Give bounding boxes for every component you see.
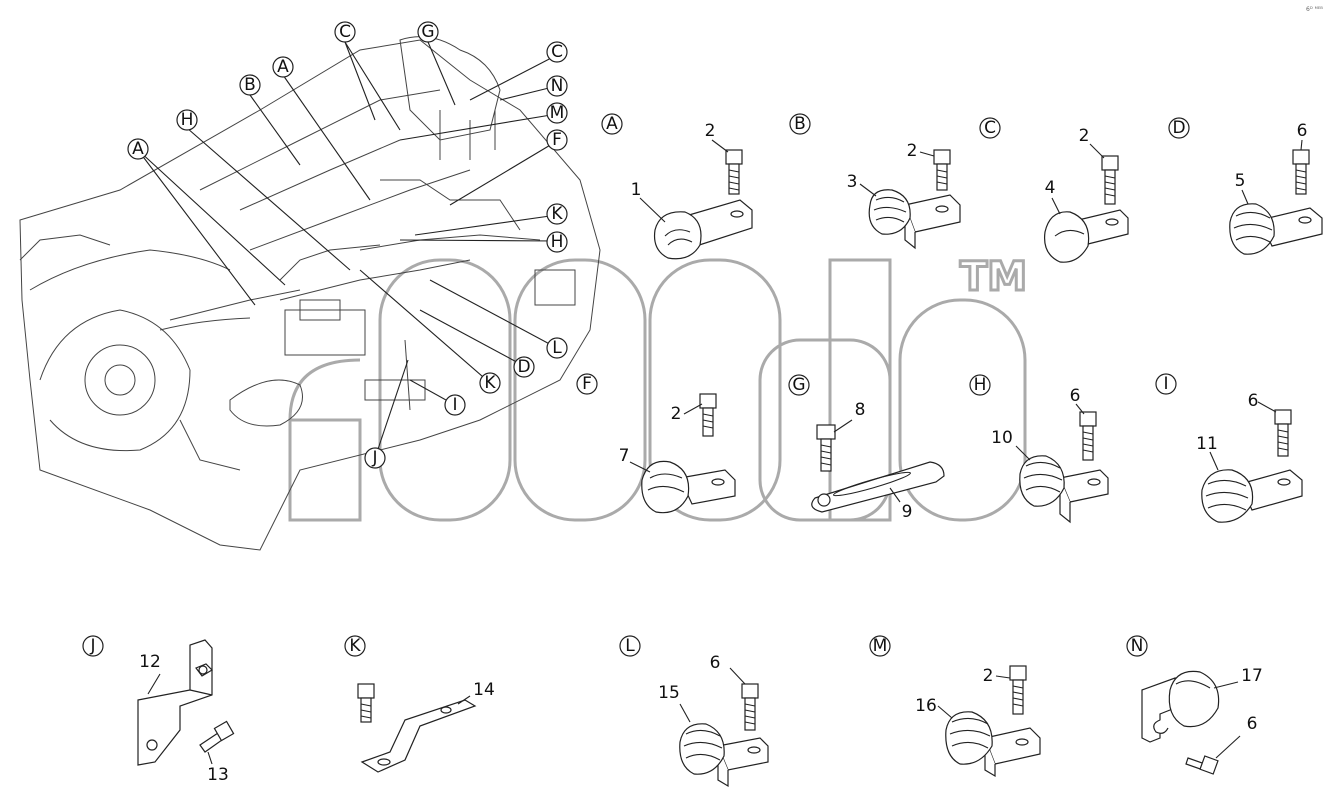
view-letter-m: M bbox=[873, 636, 888, 656]
part-8: 8 bbox=[855, 400, 866, 420]
detail-view-k: K 14 bbox=[344, 635, 495, 773]
callout-m: M bbox=[550, 103, 565, 123]
view-letter-h: H bbox=[974, 375, 987, 395]
view-letter-i: I bbox=[1163, 374, 1168, 394]
part-1: 1 bbox=[631, 180, 642, 200]
detail-view-c: C 4 2 bbox=[979, 117, 1129, 263]
callout-c-top: C bbox=[339, 22, 351, 42]
detail-view-j: J 12 13 bbox=[82, 635, 235, 785]
part-6-h: 6 bbox=[1070, 386, 1081, 406]
part-14: 14 bbox=[473, 680, 495, 700]
callout-g: G bbox=[421, 22, 434, 42]
view-letter-d: D bbox=[1172, 118, 1185, 138]
part-16: 16 bbox=[915, 696, 937, 716]
part-17: 17 bbox=[1241, 666, 1263, 686]
part-4: 4 bbox=[1045, 178, 1056, 198]
engine-callouts: C G A B H A C N M F K H L D K F I J bbox=[127, 21, 598, 469]
detail-view-h: H 10 6 bbox=[969, 374, 1109, 524]
part-6-l: 6 bbox=[710, 653, 721, 673]
detail-view-b: B 3 2 bbox=[789, 113, 961, 250]
detail-view-f: 7 2 F bbox=[619, 393, 736, 514]
part-13: 13 bbox=[207, 765, 229, 785]
view-letter-k: K bbox=[349, 636, 361, 656]
part-9: 9 bbox=[902, 502, 913, 522]
part-5: 5 bbox=[1235, 171, 1246, 191]
callout-a-top: A bbox=[277, 57, 289, 77]
callout-i: I bbox=[452, 395, 457, 415]
part-15: 15 bbox=[658, 683, 680, 703]
callout-d: D bbox=[517, 357, 530, 377]
callout-a-left: A bbox=[132, 139, 144, 159]
watermark-logo: TM bbox=[288, 253, 1029, 522]
part-6-i: 6 bbox=[1248, 391, 1259, 411]
part-7: 7 bbox=[619, 446, 630, 466]
part-2-m: 2 bbox=[983, 666, 994, 686]
view-letter-c: C bbox=[984, 118, 996, 138]
part-2-b: 2 bbox=[907, 141, 918, 161]
part-3: 3 bbox=[847, 172, 858, 192]
view-letter-n: N bbox=[1131, 636, 1144, 656]
corner-mark: 6ᴰ ᴹᴱᴮ bbox=[1306, 6, 1323, 13]
detail-view-n: N 17 6 bbox=[1126, 635, 1263, 775]
callout-n: N bbox=[551, 76, 564, 96]
callout-k-bottom: K bbox=[484, 373, 496, 393]
watermark-text: TM bbox=[960, 254, 1027, 300]
detail-view-d: D 5 6 bbox=[1168, 117, 1323, 255]
detail-view-a: A 1 2 bbox=[601, 113, 753, 260]
part-6-n: 6 bbox=[1247, 714, 1258, 734]
callout-j: J bbox=[371, 448, 377, 468]
part-6-d: 6 bbox=[1297, 121, 1308, 141]
view-letter-j: J bbox=[89, 636, 95, 656]
view-letter-g: G bbox=[792, 375, 805, 395]
detail-view-l: L 15 6 bbox=[619, 635, 769, 788]
view-letter-b: B bbox=[794, 114, 806, 134]
callout-k-top: K bbox=[551, 204, 563, 224]
part-11: 11 bbox=[1196, 434, 1218, 454]
callout-c-right: C bbox=[551, 42, 563, 62]
part-2-f: 2 bbox=[671, 404, 682, 424]
callout-l: L bbox=[552, 338, 562, 358]
callout-f-top: F bbox=[552, 130, 562, 150]
callout-h-right: H bbox=[551, 232, 564, 252]
view-letter-a: A bbox=[606, 114, 618, 134]
engine-drawing bbox=[19, 36, 601, 551]
detail-view-m: M 16 2 bbox=[869, 635, 1041, 778]
part-10: 10 bbox=[991, 428, 1013, 448]
view-letter-l: L bbox=[625, 636, 635, 656]
detail-view-i: I 11 6 bbox=[1155, 373, 1303, 523]
callout-h-left: H bbox=[181, 110, 194, 130]
callout-b: B bbox=[244, 75, 256, 95]
part-12: 12 bbox=[139, 652, 161, 672]
part-2-a: 2 bbox=[705, 121, 716, 141]
callout-f-bottom: F bbox=[582, 374, 592, 394]
detail-view-g: G 8 9 bbox=[788, 374, 945, 522]
part-2-c: 2 bbox=[1079, 126, 1090, 146]
